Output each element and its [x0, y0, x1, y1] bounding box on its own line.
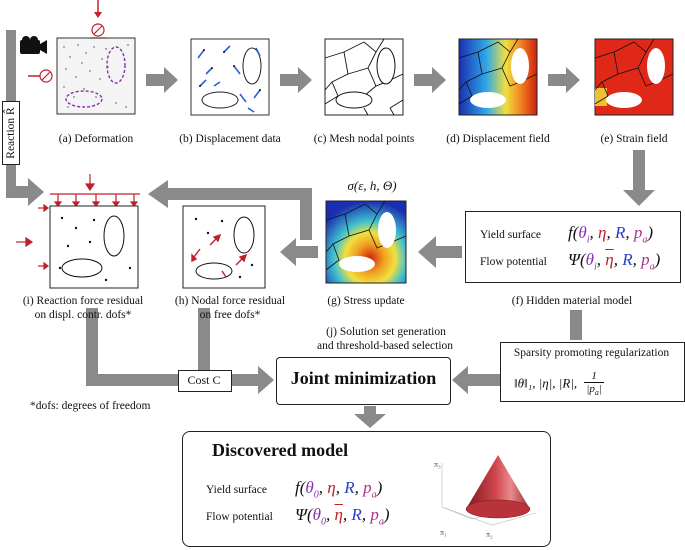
joint-minimization-box	[276, 357, 451, 405]
caption-j-line1: (j) Solution set generation	[326, 326, 446, 338]
caption-e: (e) Strain field	[600, 133, 668, 145]
panel-e-strain-field	[594, 38, 674, 116]
reaction-label-box: Reaction R̂	[2, 101, 20, 165]
discovered-title: Discovered model	[212, 440, 349, 460]
axis-label-pi2: π₂	[486, 530, 493, 539]
sparsity-terms: ‖θ‖₁, |η|, |R|, 1|pa|	[514, 370, 604, 398]
caption-a: (a) Deformation	[58, 133, 134, 145]
arrow-joint-to-discovered	[354, 406, 386, 428]
caption-b: (b) Displacement data	[179, 133, 281, 145]
load-gauge-top-icon	[90, 0, 106, 39]
hidden-yield-formula: f(θi, η, R, pa)	[568, 223, 654, 246]
caption-c: (c) Mesh nodal points	[313, 133, 415, 145]
cone-base	[465, 499, 531, 519]
arrow-f-to-g	[418, 236, 462, 268]
axis-label-pi1: π₁	[440, 528, 447, 537]
arrow-cost-to-joint	[230, 366, 274, 394]
sparsity-box	[500, 342, 685, 402]
caption-d: (d) Displacement field	[446, 133, 550, 145]
caption-f: (f) Hidden material model	[511, 295, 633, 307]
dofs-note: *dofs: degrees of freedom	[30, 400, 151, 412]
load-gauge-left-icon	[28, 69, 53, 83]
hidden-yield-label: Yield surface	[480, 229, 541, 241]
cone-body	[466, 455, 530, 509]
arrow-d-to-e	[548, 67, 580, 93]
caption-i-line1: (i) Reaction force residual	[22, 295, 144, 307]
deformation-specimen	[56, 37, 136, 115]
discovered-yield-label: Yield surface	[206, 484, 267, 496]
cost-label: Cost C	[187, 373, 221, 387]
discovered-flow-formula: Ψ(θ0, η, R, pa)	[295, 505, 390, 528]
arrow-e-to-f	[623, 150, 655, 206]
arrow-f-to-sparsity	[570, 310, 582, 340]
discovered-yield-formula: f(θ0, η, R, pa)	[295, 478, 383, 501]
panel-a-deformation	[56, 37, 136, 115]
caption-h-line2: on free dofs*	[199, 309, 261, 321]
hidden-flow-formula: Ψ(θi, η, R, pa)	[568, 250, 661, 273]
panel-b-displacement-data	[190, 38, 270, 116]
axis-label-pi3: π₃	[434, 460, 441, 469]
arrow-h-down	[198, 308, 222, 386]
arrow-sparsity-to-joint	[452, 366, 500, 394]
discovered-flow-label: Flow potential	[206, 511, 273, 523]
arrow-b-to-c	[280, 67, 312, 93]
caption-j-line2: and threshold-based selection	[316, 340, 454, 352]
stress-formula: σ(ε, h, Θ)	[347, 178, 397, 193]
caption-i-line2: on displ. contr. dofs*	[34, 309, 132, 321]
panel-c-mesh	[324, 38, 404, 116]
arrow-g-to-h	[280, 238, 318, 266]
joint-minimization-label: Joint minimization	[290, 368, 437, 388]
caption-g: (g) Stress update	[327, 295, 405, 307]
panel-d-displacement-field	[458, 38, 538, 116]
hidden-material-model-box	[465, 211, 681, 283]
arrow-i-down	[86, 308, 180, 386]
discovered-cone: π₃ π₁ π₂	[434, 455, 537, 539]
caption-h-line1: (h) Nodal force residual	[174, 295, 286, 307]
arrow-c-to-d	[414, 67, 446, 93]
reaction-label: Reaction R̂	[5, 107, 17, 159]
camera-icon	[20, 36, 47, 54]
cost-box	[178, 370, 232, 392]
panel-i-reaction-residual	[16, 174, 140, 289]
arrow-a-to-b	[146, 67, 178, 93]
panel-g-stress-update	[325, 200, 407, 284]
arrow-g-to-i	[148, 180, 312, 240]
panel-h-nodal-residual	[182, 205, 266, 289]
sparsity-title: Sparsity promoting regularization	[513, 347, 670, 359]
hidden-flow-label: Flow potential	[480, 256, 547, 268]
